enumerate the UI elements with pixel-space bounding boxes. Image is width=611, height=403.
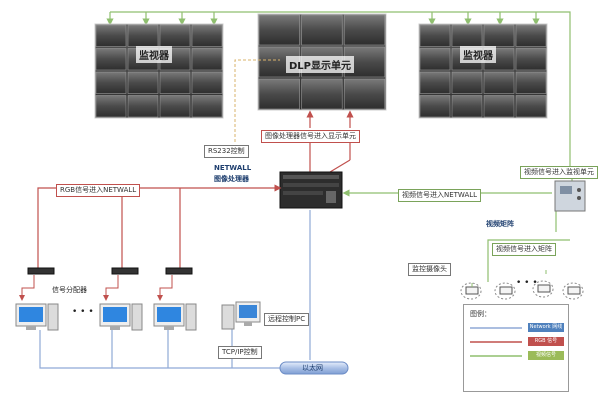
legend-item-network: Network 网线 [528, 323, 564, 332]
rs232-line [234, 59, 280, 142]
camera-row [460, 270, 584, 300]
rgb-input-lines [37, 184, 282, 268]
label-remote-pc: 远程控制PC [264, 313, 310, 326]
splitter-box [165, 267, 193, 275]
monitor-cell [191, 71, 223, 94]
client-computers [15, 267, 197, 331]
splitter-link [19, 275, 35, 301]
monitor-cell [515, 71, 547, 94]
monitor-cell [191, 48, 223, 71]
monitor-cell [515, 48, 547, 71]
label-video-in-matrix: 视频信号进入矩阵 [492, 243, 556, 256]
monitor-cell [159, 95, 191, 118]
splitter-link [103, 275, 119, 301]
camera-icon [494, 282, 516, 300]
monitor-wall-left [94, 23, 224, 119]
wall-label-right: 监视器 [460, 46, 496, 63]
wall-label-left: 监视器 [136, 46, 172, 63]
monitor-cell [159, 71, 191, 94]
monitor-cell [419, 95, 451, 118]
dlp-cell [301, 78, 343, 110]
monitor-cell [515, 95, 547, 118]
rgb-to-dlp-lines [306, 110, 354, 175]
label-rgb-in: RGB信号进入NETWALL [56, 184, 141, 197]
monitor-cell [95, 48, 127, 71]
legend-item-rgb: RGB 信号 [528, 337, 564, 346]
monitor-cell [483, 24, 515, 47]
label-splitter: 信号分配器 [52, 286, 87, 294]
monitor-cell [191, 95, 223, 118]
label-video-matrix: 视频矩阵 [486, 220, 514, 228]
splitter-box [27, 267, 55, 275]
monitor-wall-right [418, 23, 548, 119]
monitor-cell [127, 24, 159, 47]
splitter-link [157, 275, 173, 301]
camera-icon [532, 280, 554, 298]
splitter-box [111, 267, 139, 275]
label-video-in-netwall: 视频信号进入NETWALL [398, 189, 482, 202]
label-camera: 监控摄像头 [408, 263, 451, 276]
monitor-cell [451, 95, 483, 118]
legend-item-video: 视频信号 [528, 351, 564, 360]
monitor-cell [419, 71, 451, 94]
dlp-cell [343, 14, 386, 46]
monitor-cell [483, 95, 515, 118]
client-pc [99, 267, 143, 331]
monitor-cell [95, 24, 127, 47]
monitor-cell [95, 71, 127, 94]
dlp-cell [301, 14, 343, 46]
monitor-cell [483, 71, 515, 94]
monitor-cell [419, 24, 451, 47]
label-ethernet: 以太网 [302, 364, 323, 372]
monitor-cell [127, 71, 159, 94]
monitor-cell [159, 24, 191, 47]
client-pc [15, 267, 59, 331]
monitor-cell [191, 24, 223, 47]
wall-label-center: DLP显示单元 [286, 56, 355, 73]
camera-icon [562, 282, 584, 300]
monitor-cell [127, 95, 159, 118]
dlp-cell [343, 78, 386, 110]
dlp-cell [258, 78, 300, 110]
remote-pc [221, 301, 261, 330]
client-pc [153, 267, 197, 331]
legend-line-samples [470, 327, 522, 357]
label-image-to-display: 图像处理器信号进入显示单元 [261, 130, 360, 143]
monitor-cell [95, 95, 127, 118]
ethernet-pipe [279, 361, 349, 375]
legend-title: 图例： [470, 310, 491, 318]
monitor-cell [419, 48, 451, 71]
legend: 图例： Network 网线 RGB 信号 视频信号 [463, 304, 569, 392]
dlp-cell [258, 14, 300, 46]
network-lines [39, 210, 311, 369]
monitor-cell [451, 24, 483, 47]
camera-icon [460, 282, 482, 300]
monitor-cell [451, 71, 483, 94]
label-video-in-monitor: 视频信号进入监视单元 [520, 166, 598, 179]
netwall-subtitle: 图像处理器 [214, 175, 249, 183]
label-rs232: RS232控制 [204, 145, 249, 158]
video-matrix-device [554, 180, 586, 212]
netwall-processor [279, 171, 343, 209]
video-bus-top [106, 11, 571, 170]
netwall-name: NETWALL [214, 164, 252, 172]
monitor-cell [515, 24, 547, 47]
dots-right: • • • [516, 278, 538, 288]
dots-left: • • • [72, 307, 94, 317]
label-tcpip: TCP/IP控制 [218, 346, 262, 359]
